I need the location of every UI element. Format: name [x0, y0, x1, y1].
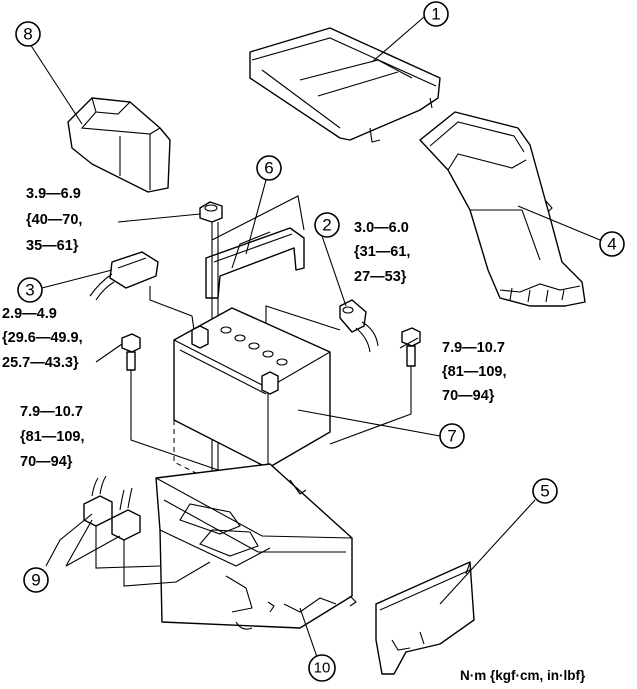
- torque-spec-right-bolt: 7.9—10.7 {81—109, 70—94}: [442, 340, 507, 404]
- svg-text:8: 8: [23, 25, 32, 44]
- svg-text:35—61}: 35—61}: [26, 238, 79, 254]
- battery-tray: [155, 463, 357, 630]
- svg-text:70—94}: 70—94}: [20, 454, 73, 470]
- svg-text:9: 9: [31, 571, 40, 590]
- battery-cover: [249, 27, 441, 143]
- leader-lines: [29, 16, 601, 661]
- battery: [173, 307, 331, 469]
- svg-text:7.9—10.7: 7.9—10.7: [20, 404, 83, 420]
- svg-text:4: 4: [607, 235, 616, 254]
- torque-spec-clamp-nut: 3.9—6.9 {40—70, 35—61}: [26, 186, 82, 254]
- svg-text:5: 5: [540, 482, 549, 501]
- svg-text:6: 6: [264, 159, 273, 178]
- svg-text:{31—61,: {31—61,: [354, 244, 410, 260]
- callout-1: 1: [423, 1, 449, 27]
- svg-text:25.7—43.3}: 25.7—43.3}: [2, 355, 79, 371]
- callout-5: 5: [532, 478, 558, 504]
- svg-text:{40—70,: {40—70,: [26, 212, 82, 228]
- svg-text:3.0—6.0: 3.0—6.0: [354, 220, 409, 236]
- terminal-cover: [67, 97, 171, 193]
- positive-terminal: [265, 299, 379, 372]
- callout-8: 8: [15, 21, 41, 47]
- svg-text:10: 10: [314, 660, 331, 677]
- svg-text:{29.6—49.9,: {29.6—49.9,: [2, 330, 83, 346]
- callout-4: 4: [599, 231, 625, 257]
- side-cover: [375, 561, 475, 675]
- air-duct: [419, 111, 586, 307]
- svg-text:{81—109,: {81—109,: [20, 429, 85, 445]
- svg-text:27—53}: 27—53}: [354, 269, 407, 285]
- callout-9: 9: [23, 567, 49, 593]
- svg-text:2: 2: [322, 216, 331, 235]
- connectors: [45, 475, 211, 587]
- svg-text:{81—109,: {81—109,: [442, 364, 507, 380]
- callout-10: 10: [308, 654, 336, 682]
- svg-text:3.9—6.9: 3.9—6.9: [26, 186, 81, 202]
- callout-7: 7: [439, 423, 465, 449]
- torque-spec-negative-terminal: 2.9—4.9 {29.6—49.9, 25.7—43.3}: [2, 306, 83, 371]
- svg-text:7: 7: [447, 427, 456, 446]
- callout-2: 2: [314, 212, 340, 238]
- torque-spec-left-bolt: 7.9—10.7 {81—109, 70—94}: [20, 404, 85, 470]
- unit-label: N·m {kgf·cm, in·lbf}: [460, 668, 586, 683]
- hold-down-bolt-left: [121, 333, 219, 471]
- callout-6: 6: [256, 155, 282, 181]
- svg-text:2.9—4.9: 2.9—4.9: [2, 306, 57, 322]
- torque-spec-positive-terminal: 3.0—6.0 {31—61, 27—53}: [354, 220, 410, 285]
- hold-down-bolt-right: [329, 327, 421, 445]
- svg-text:7.9—10.7: 7.9—10.7: [442, 340, 505, 356]
- negative-terminal: [89, 251, 195, 331]
- svg-text:3: 3: [25, 281, 34, 300]
- callout-3: 3: [17, 277, 43, 303]
- svg-text:1: 1: [431, 5, 440, 24]
- svg-text:70—94}: 70—94}: [442, 388, 495, 404]
